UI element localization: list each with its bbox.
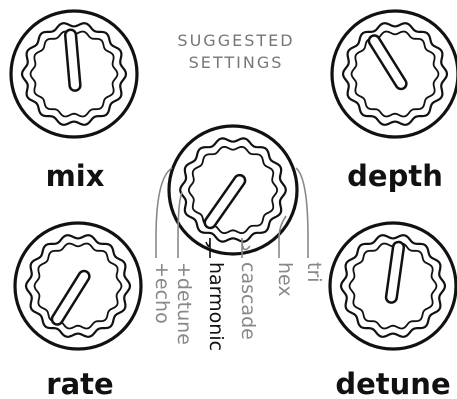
knob-pointer-fill — [71, 35, 75, 85]
preset-hex[interactable]: hex — [274, 262, 296, 297]
mix-knob[interactable] — [11, 11, 137, 137]
suggested-settings-title-line2: SETTINGS — [189, 53, 284, 72]
preset-hex-label: hex — [274, 262, 296, 297]
preset-harmonic-label: harmonic — [205, 262, 227, 351]
rate-knob[interactable] — [15, 223, 141, 349]
suggested-settings-title-line1: SUGGESTED — [177, 31, 294, 50]
preset-plus-echo-label: +echo — [151, 262, 173, 324]
preset-selector-knob[interactable] — [169, 126, 297, 254]
preset-plus-echo[interactable]: +echo — [151, 262, 173, 324]
depth-knob[interactable] — [332, 11, 457, 137]
preset-plus-detune[interactable]: +detune — [173, 262, 195, 345]
detune-knob[interactable] — [330, 223, 456, 349]
preset-tri-label: tri — [303, 262, 325, 283]
depth-label: depth — [347, 159, 443, 193]
mix-label: mix — [46, 159, 105, 193]
preset-cascade[interactable]: cascade — [237, 262, 259, 340]
preset-tri[interactable]: tri — [303, 262, 325, 283]
preset-cascade-label: cascade — [237, 262, 259, 340]
preset-plus-detune-label: +detune — [173, 262, 195, 345]
rate-label: rate — [46, 367, 113, 399]
detune-label: detune — [335, 367, 450, 399]
preset-harmonic[interactable]: harmonic — [205, 262, 227, 351]
